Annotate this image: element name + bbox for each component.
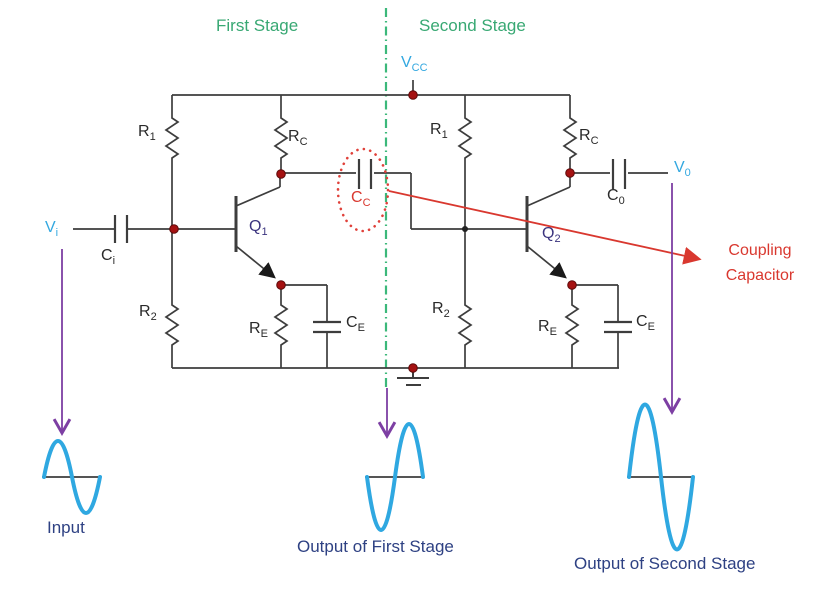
cc-label: CC: [351, 189, 371, 210]
junction-rc2-collector: [565, 168, 575, 178]
emitter-arrow-q2: [526, 245, 567, 279]
junction-q2-base: [462, 226, 468, 232]
rc-stage1-label: RC: [288, 128, 308, 149]
transistor-q1: [234, 174, 281, 279]
junction-rc1-collector: [276, 169, 286, 179]
q1-label: Q1: [249, 218, 268, 239]
resistor-r1-stage2: [458, 115, 472, 163]
junction-dots: [169, 90, 577, 373]
vin-label: Vi: [45, 219, 59, 240]
vout-label: V0: [674, 159, 691, 180]
second-stage-title: Second Stage: [419, 16, 526, 35]
resistor-rc-stage1: [274, 115, 288, 163]
coupling-highlight-ellipse: [336, 147, 390, 233]
c0-label: C0: [607, 187, 625, 208]
first-stage-title: First Stage: [216, 16, 299, 35]
capacitor-cc: [357, 159, 373, 189]
junction-q2-emitter: [567, 280, 577, 290]
coupling-annotation: [336, 147, 702, 265]
resistor-r1-stage1: [165, 115, 179, 163]
input-caption: Input: [47, 518, 85, 537]
capacitor-ce-stage1: [313, 320, 341, 334]
junction-q1-emitter: [276, 280, 286, 290]
capacitor-ce-stage2: [604, 320, 632, 334]
first-output-caption: Output of First Stage: [297, 537, 454, 556]
resistor-re-stage1: [274, 302, 288, 350]
r1-stage1-label: R1: [138, 123, 156, 144]
rc-stage2-label: RC: [579, 127, 599, 148]
junction-ground: [408, 363, 418, 373]
transistor-q2: [525, 174, 571, 279]
junction-vcc: [408, 90, 418, 100]
capacitor-c0: [611, 159, 627, 189]
q2-label: Q2: [542, 225, 561, 246]
resistor-re-stage2: [565, 302, 579, 350]
r2-stage2-label: R2: [432, 300, 450, 321]
coupling-callout-line1: Coupling: [728, 242, 792, 259]
ce-stage1-label: CE: [346, 314, 365, 335]
emitter-arrow-q1: [235, 245, 276, 279]
r2-stage1-label: R2: [139, 303, 157, 324]
capacitor-ci: [113, 215, 129, 243]
resistor-r2-stage1: [165, 302, 179, 350]
r1-stage2-label: R1: [430, 121, 448, 142]
waveforms: [42, 402, 695, 552]
second-output-sine-wave: [627, 402, 695, 552]
resistor-rc-stage2: [563, 115, 577, 163]
second-output-caption: Output of Second Stage: [574, 554, 756, 573]
signal-arrows: [52, 183, 682, 439]
resistor-r2-stage2: [458, 302, 472, 350]
coupling-callout-arrow: [388, 190, 702, 265]
coupling-capacitor-callout: Coupling Capacitor: [710, 238, 810, 288]
ce-stage2-label: CE: [636, 313, 655, 334]
interstage-wire: [281, 172, 527, 230]
vcc-label: VCC: [401, 54, 428, 75]
input-sine-wave: [42, 439, 102, 515]
first-output-sine-wave: [365, 422, 425, 532]
re-stage2-label: RE: [538, 318, 557, 339]
re-stage1-label: RE: [249, 320, 268, 341]
junction-q1-base: [169, 224, 179, 234]
ci-label: Ci: [101, 247, 116, 268]
coupling-callout-line2: Capacitor: [725, 267, 795, 284]
circuit-wires: [42, 80, 694, 478]
